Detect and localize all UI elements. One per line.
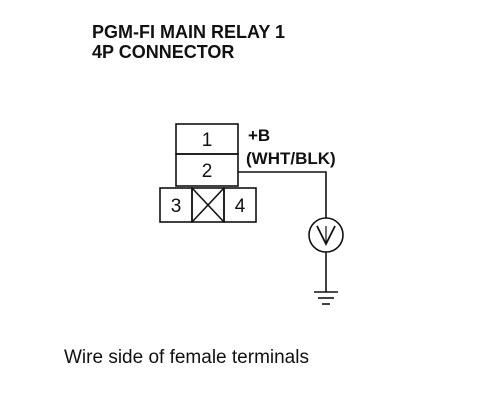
diagram-caption: Wire side of female terminals <box>64 347 309 368</box>
wire-terminal-2 <box>238 171 327 218</box>
terminal-4-label: 4 <box>235 196 246 217</box>
terminal-1-label: 1 <box>202 130 213 151</box>
terminal-3-label: 3 <box>171 196 182 217</box>
diagram-title-line-2: 4P CONNECTOR <box>92 42 235 62</box>
wire-color-label: (WHT/BLK) <box>246 149 336 168</box>
terminal-2-box <box>175 153 239 187</box>
power-label: +B <box>248 126 270 145</box>
terminal-2-label: 2 <box>202 161 213 182</box>
diagram-title-line-1: PGM-FI MAIN RELAY 1 <box>92 22 286 42</box>
terminal-4-box <box>223 187 257 223</box>
ground-icon <box>314 291 338 305</box>
